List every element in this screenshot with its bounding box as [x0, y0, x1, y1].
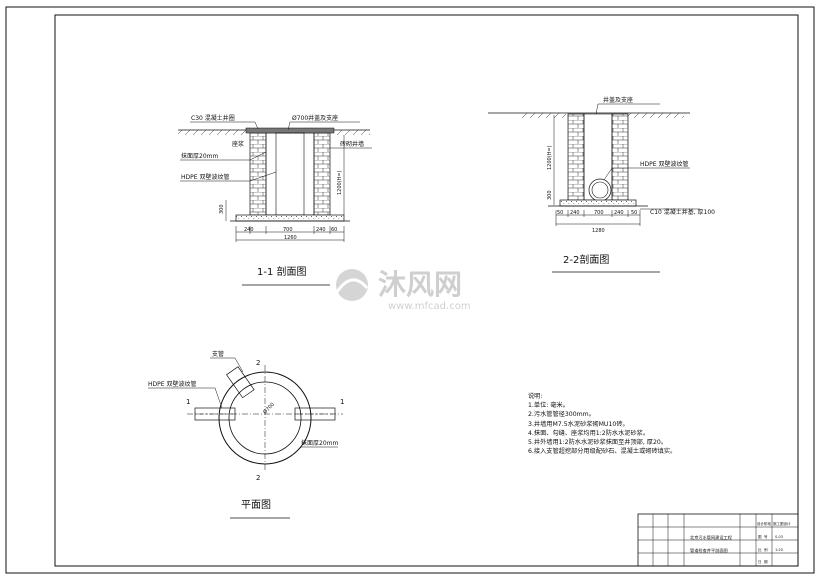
watermark-url: www.mfcad.com — [388, 301, 471, 312]
dim-total: 1260 — [284, 235, 297, 241]
label-cover: Ø700井盖及支座 — [292, 114, 338, 122]
dim-side-left: 300 — [219, 204, 225, 214]
base-slab — [559, 199, 637, 207]
branch-pipe — [226, 366, 255, 399]
dim-bottom-1: 240 — [244, 227, 254, 233]
section-2-title: 2-2剖面图 — [563, 253, 609, 266]
right-wall — [611, 113, 629, 201]
dim-total: 1280 — [592, 228, 605, 234]
inner-border — [54, 14, 799, 567]
section-2-2: 50 240 700 240 50 1280 1200(H=) 300 井盖及支… — [488, 96, 715, 273]
pipe-section — [275, 132, 305, 216]
notes-block: 说明: 1.单位: 毫米。 2.污水管管径300mm。 3.井墙用M7.5水泥砂… — [528, 392, 676, 456]
note-item: 1.单位: 毫米。 — [528, 402, 569, 410]
section-mark-1-right: 1 — [340, 398, 344, 406]
label-pipe: HDPE 双壁波纹管 — [148, 380, 196, 388]
title-block: 北京污水管网建设工程 管道检查井平剖面图 设计阶段 施工图设计 图 号 S-03… — [637, 513, 799, 567]
section-1-1: 240 700 240 60 1260 300 1200(H=) C30 混凝土… — [178, 114, 372, 286]
dim-bottom-2: 240 — [570, 210, 580, 216]
tb-cell-6: 例 — [764, 547, 768, 552]
label-pipe: HDPE 双壁波纹管 — [640, 160, 688, 168]
label-base: C10 混凝土井基, 厚100 — [650, 208, 715, 216]
tb-cell-5: 比 — [758, 547, 762, 552]
tb-drawing: 管道检查井平剖面图 — [690, 547, 728, 554]
dim-side-right: 1200(H=) — [337, 170, 343, 195]
note-item: 3.井墙用M7.5水泥砂浆砌MU10砖。 — [528, 420, 629, 428]
tb-cell-2: 图 — [758, 535, 762, 539]
note-item: 6.接入支管超挖部分用级配砂石、混凝土或砌砖填实。 — [528, 448, 677, 456]
plan-title: 平面图 — [241, 499, 271, 511]
dim-bottom-4: 60 — [331, 227, 337, 233]
note-item: 5.井外墙用1:2防水水泥砂浆抹面至井顶部, 厚20。 — [528, 439, 668, 447]
tb-project: 北京污水管网建设工程 — [690, 534, 733, 541]
tb-cell-3: 号 — [764, 534, 768, 539]
tb-cell-9: 期 — [764, 559, 768, 564]
plan-view: 1 1 2 2 支管 HDPE 双壁波纹管 抹面厚20mm Ø700 平面图 — [148, 350, 344, 519]
section-mark-2-bottom: 2 — [256, 474, 260, 482]
tb-cell-0: 设计阶段 — [757, 521, 771, 526]
watermark-brand: 沐风网 — [378, 268, 462, 301]
pipe-circle-inner — [591, 181, 609, 199]
notes-heading: 说明: — [528, 393, 543, 400]
tb-cell-1: 施工图设计 — [773, 521, 791, 526]
tb-cell-7: 1:20 — [775, 548, 783, 552]
right-wall — [313, 132, 331, 216]
section-1-title: 1-1 剖面图 — [257, 265, 307, 278]
note-item: 2.污水管管径300mm。 — [528, 411, 595, 419]
dim-bottom-3: 700 — [594, 210, 604, 216]
left-wall — [249, 132, 267, 216]
dim-bottom-1: 50 — [557, 210, 563, 216]
base-slab — [235, 214, 345, 222]
tb-cell-4: S-03 — [775, 535, 783, 539]
watermark-logo — [335, 269, 369, 301]
dim-bottom-3: 240 — [316, 227, 326, 233]
label-pipe: HDPE 双壁波纹管 — [181, 173, 229, 181]
concrete-collar — [245, 127, 335, 134]
dim-bottom-5: 50 — [631, 210, 637, 216]
label-plaster: 抹面厚20mm — [301, 439, 338, 447]
label-diameter: Ø700 — [261, 401, 275, 415]
label-plaster: 抹面厚20mm — [181, 152, 218, 160]
tb-cell-8: 日 — [758, 560, 762, 564]
label-collar: C30 混凝土井圈 — [191, 114, 235, 122]
section-mark-1-left: 1 — [186, 398, 190, 406]
watermark: 沐风网 www.mfcad.com — [335, 268, 471, 312]
label-branch: 支管 — [212, 350, 224, 358]
dim-bottom-4: 240 — [614, 210, 624, 216]
section-mark-2-top: 2 — [256, 359, 260, 367]
label-cover: 井盖及支座 — [603, 96, 633, 104]
dim-side-upper: 1200(H=) — [547, 145, 553, 170]
label-brick-wall: 砖砌井墙 — [340, 140, 364, 148]
note-item: 4.抹面、勾缝、座浆均用1:2防水水泥砂浆。 — [528, 429, 650, 437]
outer-border — [5, 6, 815, 574]
label-mortar: 座浆 — [232, 140, 244, 148]
dim-side-lower: 300 — [547, 190, 553, 200]
dim-bottom-2: 700 — [283, 227, 293, 233]
left-wall — [567, 113, 585, 201]
